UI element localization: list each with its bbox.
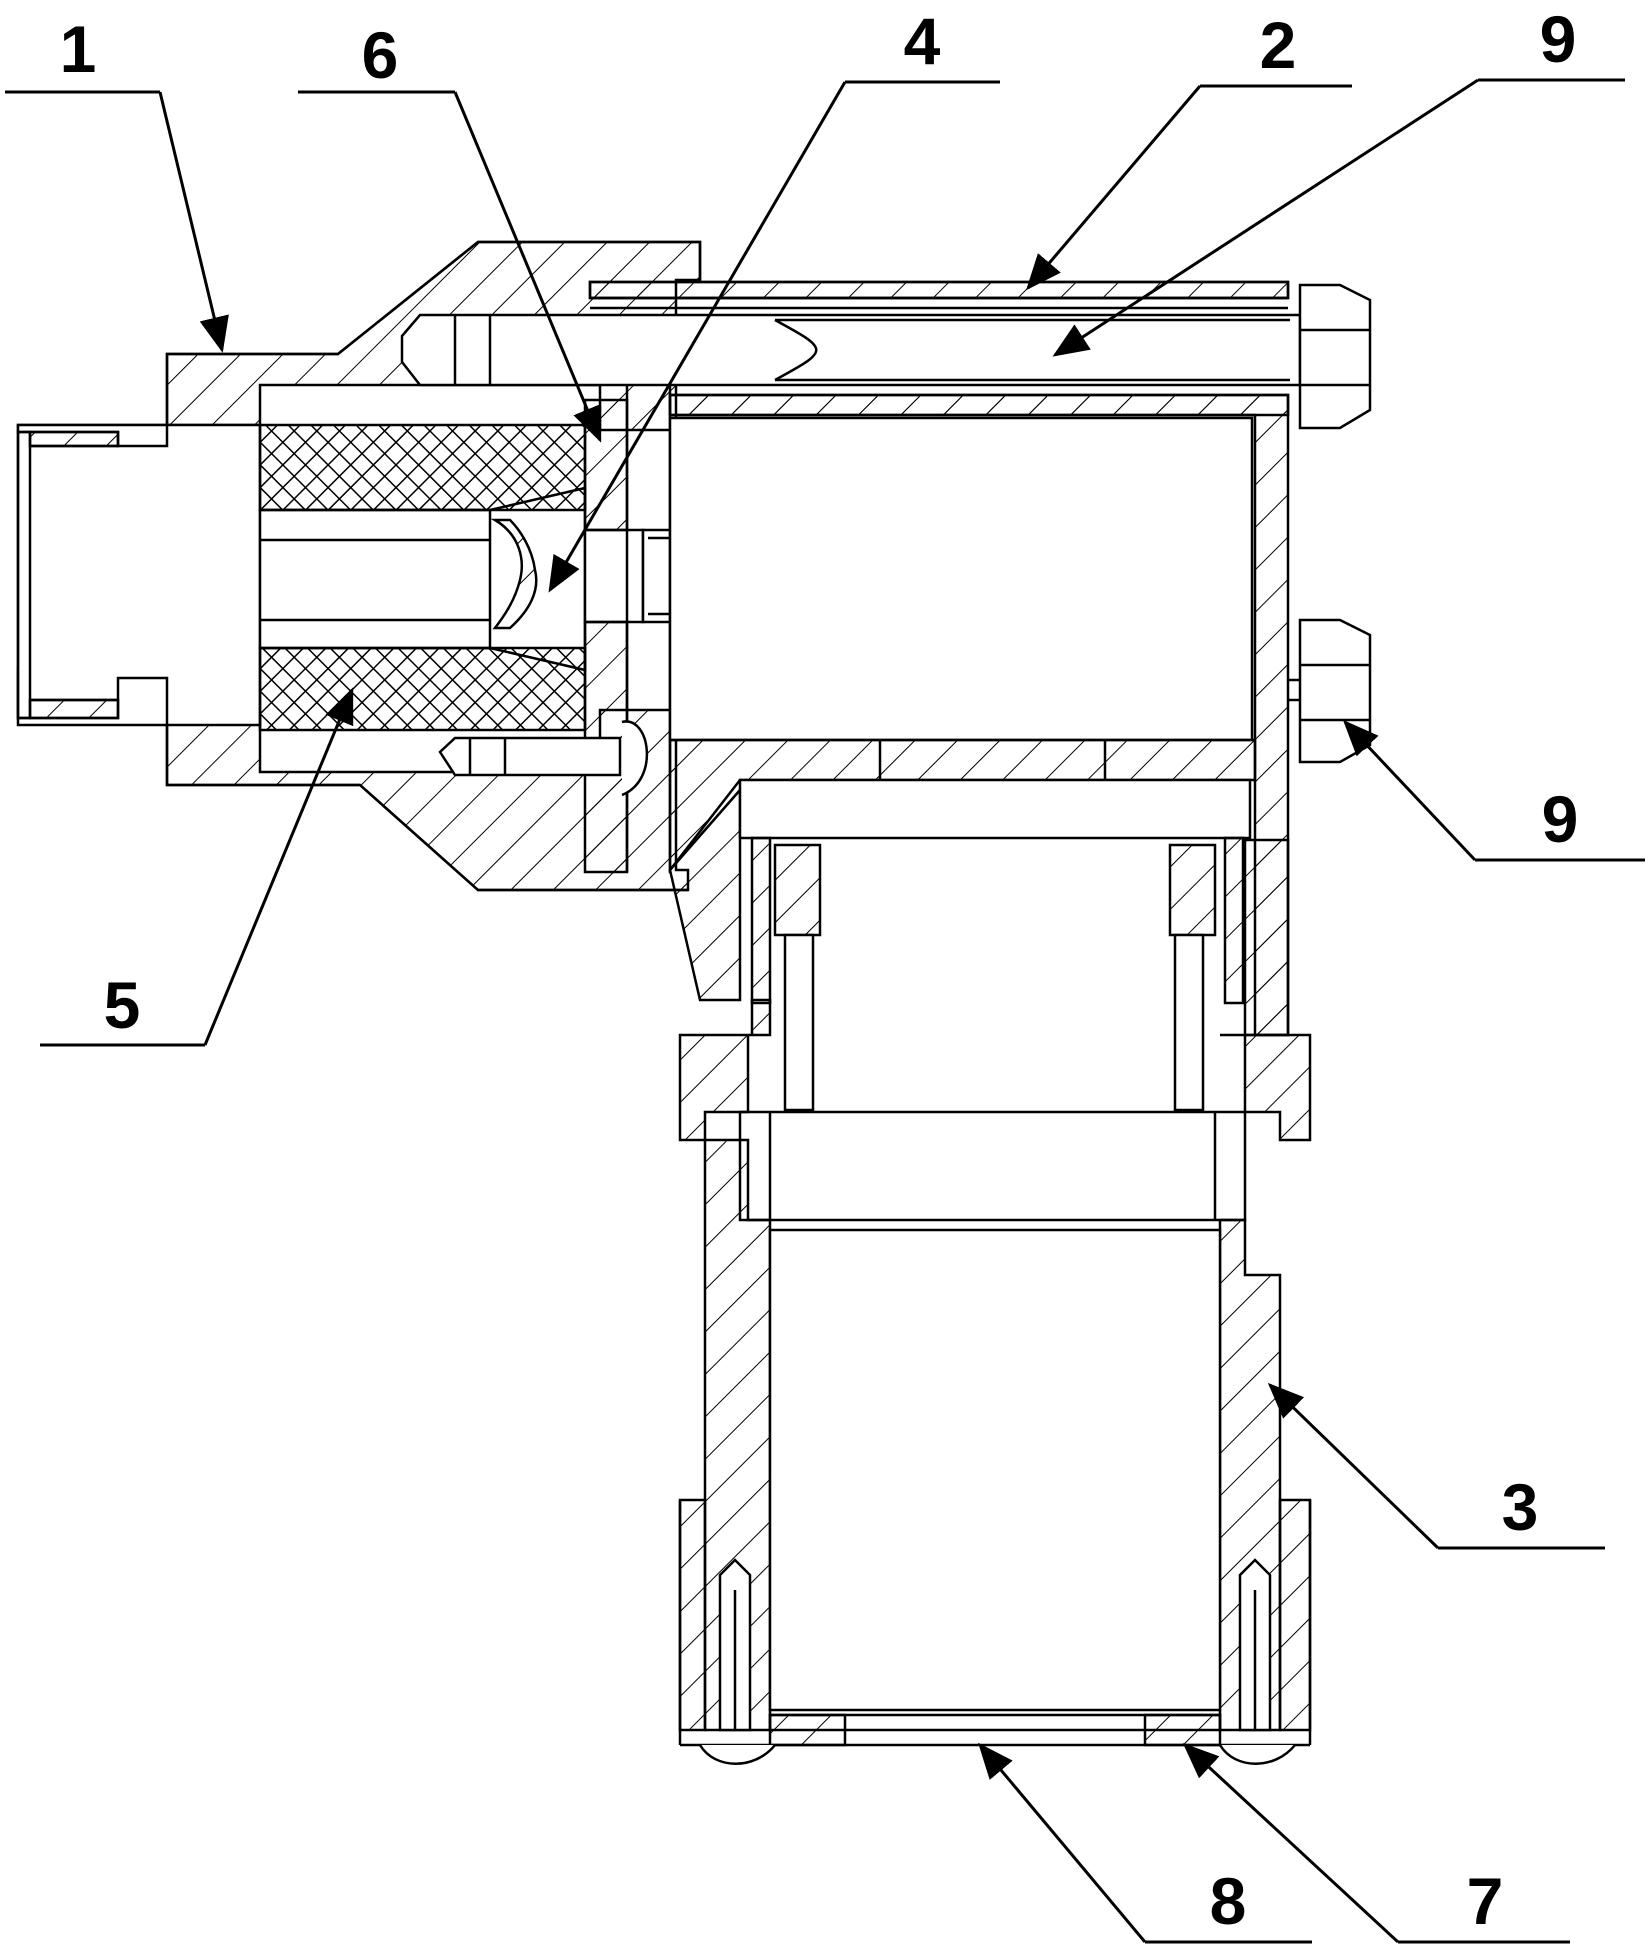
label-2: 2 <box>1260 8 1297 82</box>
reference-numerals: 1 6 4 2 9 9 5 3 8 7 <box>60 2 1579 1938</box>
left-housing-part-1 <box>16 240 702 892</box>
label-8: 8 <box>1210 1864 1247 1938</box>
label-5: 5 <box>104 968 141 1042</box>
flange-screw <box>438 720 648 797</box>
upper-housing-box <box>668 393 1290 1037</box>
label-7: 7 <box>1467 1864 1504 1938</box>
inner-support-assembly <box>738 778 1252 1222</box>
bottom-screws-part-7 <box>698 1558 1296 1765</box>
label-4: 4 <box>904 4 941 78</box>
insulator-part-5 <box>258 423 587 732</box>
label-3: 3 <box>1502 1470 1539 1544</box>
label-9-right: 9 <box>1542 782 1579 856</box>
leader-lines <box>5 78 1645 1944</box>
label-1: 1 <box>60 12 97 86</box>
side-nut-part-9 <box>1288 618 1372 764</box>
label-6: 6 <box>362 18 399 92</box>
label-9-top: 9 <box>1540 2 1577 76</box>
